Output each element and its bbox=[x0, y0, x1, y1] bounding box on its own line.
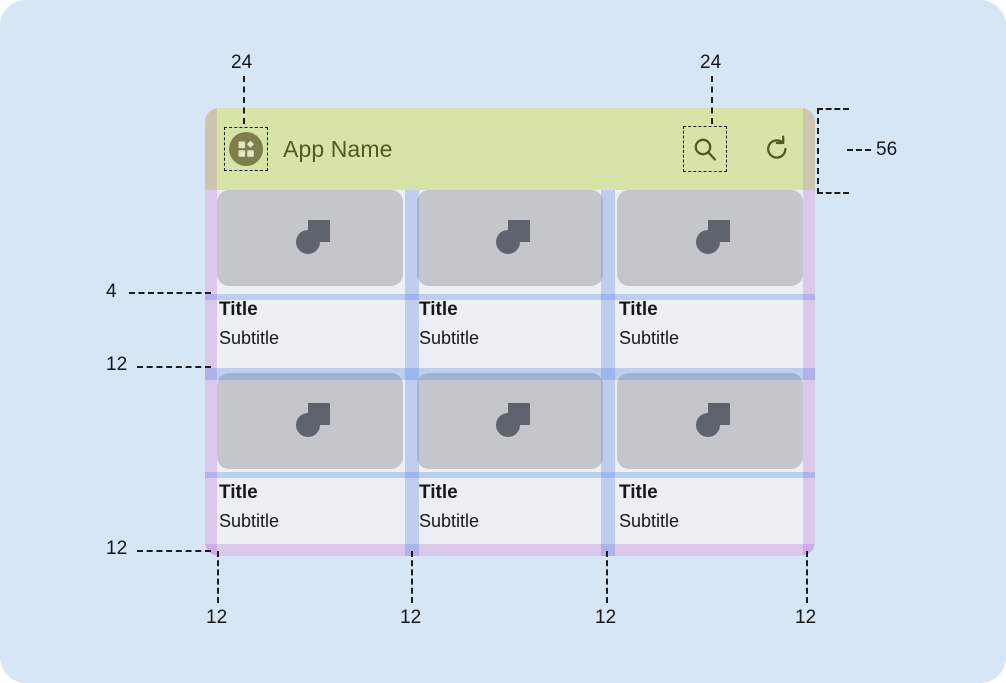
refresh-button[interactable] bbox=[763, 135, 791, 163]
card-grid: Title Subtitle Title Subtitle bbox=[217, 190, 803, 544]
card-subtitle: Subtitle bbox=[219, 510, 280, 531]
annotation-leader-12-rowgap bbox=[137, 366, 211, 368]
card-subtitle: Subtitle bbox=[419, 510, 480, 531]
card-title: Title bbox=[419, 482, 458, 503]
card-thumbnail bbox=[617, 373, 803, 469]
card-text: Title Subtitle bbox=[217, 286, 403, 348]
padding-band-left bbox=[205, 190, 217, 556]
card-thumbnail bbox=[417, 373, 603, 469]
card-thumbnail bbox=[617, 190, 803, 286]
card-title: Title bbox=[619, 299, 658, 320]
app-grid-icon bbox=[229, 132, 263, 166]
annotation-leader-12-col3 bbox=[606, 551, 608, 603]
annotation-label-12-col1: 12 bbox=[206, 607, 228, 628]
annotation-leader-12-col4 bbox=[806, 551, 808, 603]
image-placeholder-icon bbox=[496, 403, 530, 437]
card-title: Title bbox=[419, 299, 458, 320]
search-icon bbox=[694, 138, 717, 161]
device-frame: Title Subtitle Title Subtitle bbox=[205, 108, 815, 556]
annotation-label-12-col4: 12 bbox=[795, 607, 817, 628]
annotation-leader-12-bottom bbox=[137, 550, 211, 552]
app-icon-target[interactable] bbox=[224, 127, 268, 171]
card-text: Title Subtitle bbox=[617, 469, 803, 531]
annotation-leader-12-col1 bbox=[217, 551, 219, 603]
card-title: Title bbox=[219, 299, 258, 320]
annotation-label-4: 4 bbox=[106, 281, 117, 302]
app-name-title: App Name bbox=[283, 135, 393, 162]
image-placeholder-icon bbox=[696, 220, 730, 254]
annotation-label-56: 56 bbox=[876, 139, 898, 160]
card-text: Title Subtitle bbox=[417, 469, 603, 531]
appbar-inset-left bbox=[205, 108, 217, 190]
annotation-label-24-left: 24 bbox=[231, 52, 253, 73]
annotation-label-12-col2: 12 bbox=[400, 607, 422, 628]
refresh-icon bbox=[767, 135, 787, 159]
annotation-label-12-bottom: 12 bbox=[106, 538, 128, 559]
card-title: Title bbox=[619, 482, 658, 503]
image-placeholder-icon bbox=[696, 403, 730, 437]
image-placeholder-icon bbox=[496, 220, 530, 254]
card[interactable]: Title Subtitle bbox=[217, 373, 403, 544]
card-text: Title Subtitle bbox=[417, 286, 603, 348]
search-button[interactable] bbox=[683, 126, 727, 172]
padding-band-bottom bbox=[205, 544, 815, 556]
card-subtitle: Subtitle bbox=[419, 327, 480, 348]
card-subtitle: Subtitle bbox=[619, 510, 680, 531]
annotation-leader-24-right bbox=[711, 76, 713, 124]
annotation-label-12-col3: 12 bbox=[595, 607, 617, 628]
appbar-inset-right bbox=[803, 108, 815, 190]
card-text: Title Subtitle bbox=[617, 286, 803, 348]
card-subtitle: Subtitle bbox=[219, 327, 280, 348]
card-thumbnail bbox=[217, 373, 403, 469]
annotation-leader-56 bbox=[847, 149, 871, 151]
card[interactable]: Title Subtitle bbox=[217, 190, 403, 361]
card-thumbnail bbox=[217, 190, 403, 286]
card[interactable]: Title Subtitle bbox=[417, 190, 603, 361]
annotation-bracket-56 bbox=[817, 108, 849, 194]
app-bar: App Name bbox=[205, 108, 815, 190]
card-subtitle: Subtitle bbox=[619, 327, 680, 348]
card[interactable]: Title Subtitle bbox=[417, 373, 603, 544]
annotation-label-12-rowgap: 12 bbox=[106, 354, 128, 375]
card-thumbnail bbox=[417, 190, 603, 286]
card[interactable]: Title Subtitle bbox=[617, 190, 803, 361]
card-text: Title Subtitle bbox=[217, 469, 403, 531]
annotation-leader-12-col2 bbox=[411, 551, 413, 603]
annotation-leader-4 bbox=[129, 292, 211, 294]
padding-band-right bbox=[803, 190, 815, 556]
card-title: Title bbox=[219, 482, 258, 503]
annotation-leader-24-left bbox=[243, 76, 245, 124]
image-placeholder-icon bbox=[296, 220, 330, 254]
image-placeholder-icon bbox=[296, 403, 330, 437]
card[interactable]: Title Subtitle bbox=[617, 373, 803, 544]
annotation-label-24-right: 24 bbox=[700, 52, 722, 73]
